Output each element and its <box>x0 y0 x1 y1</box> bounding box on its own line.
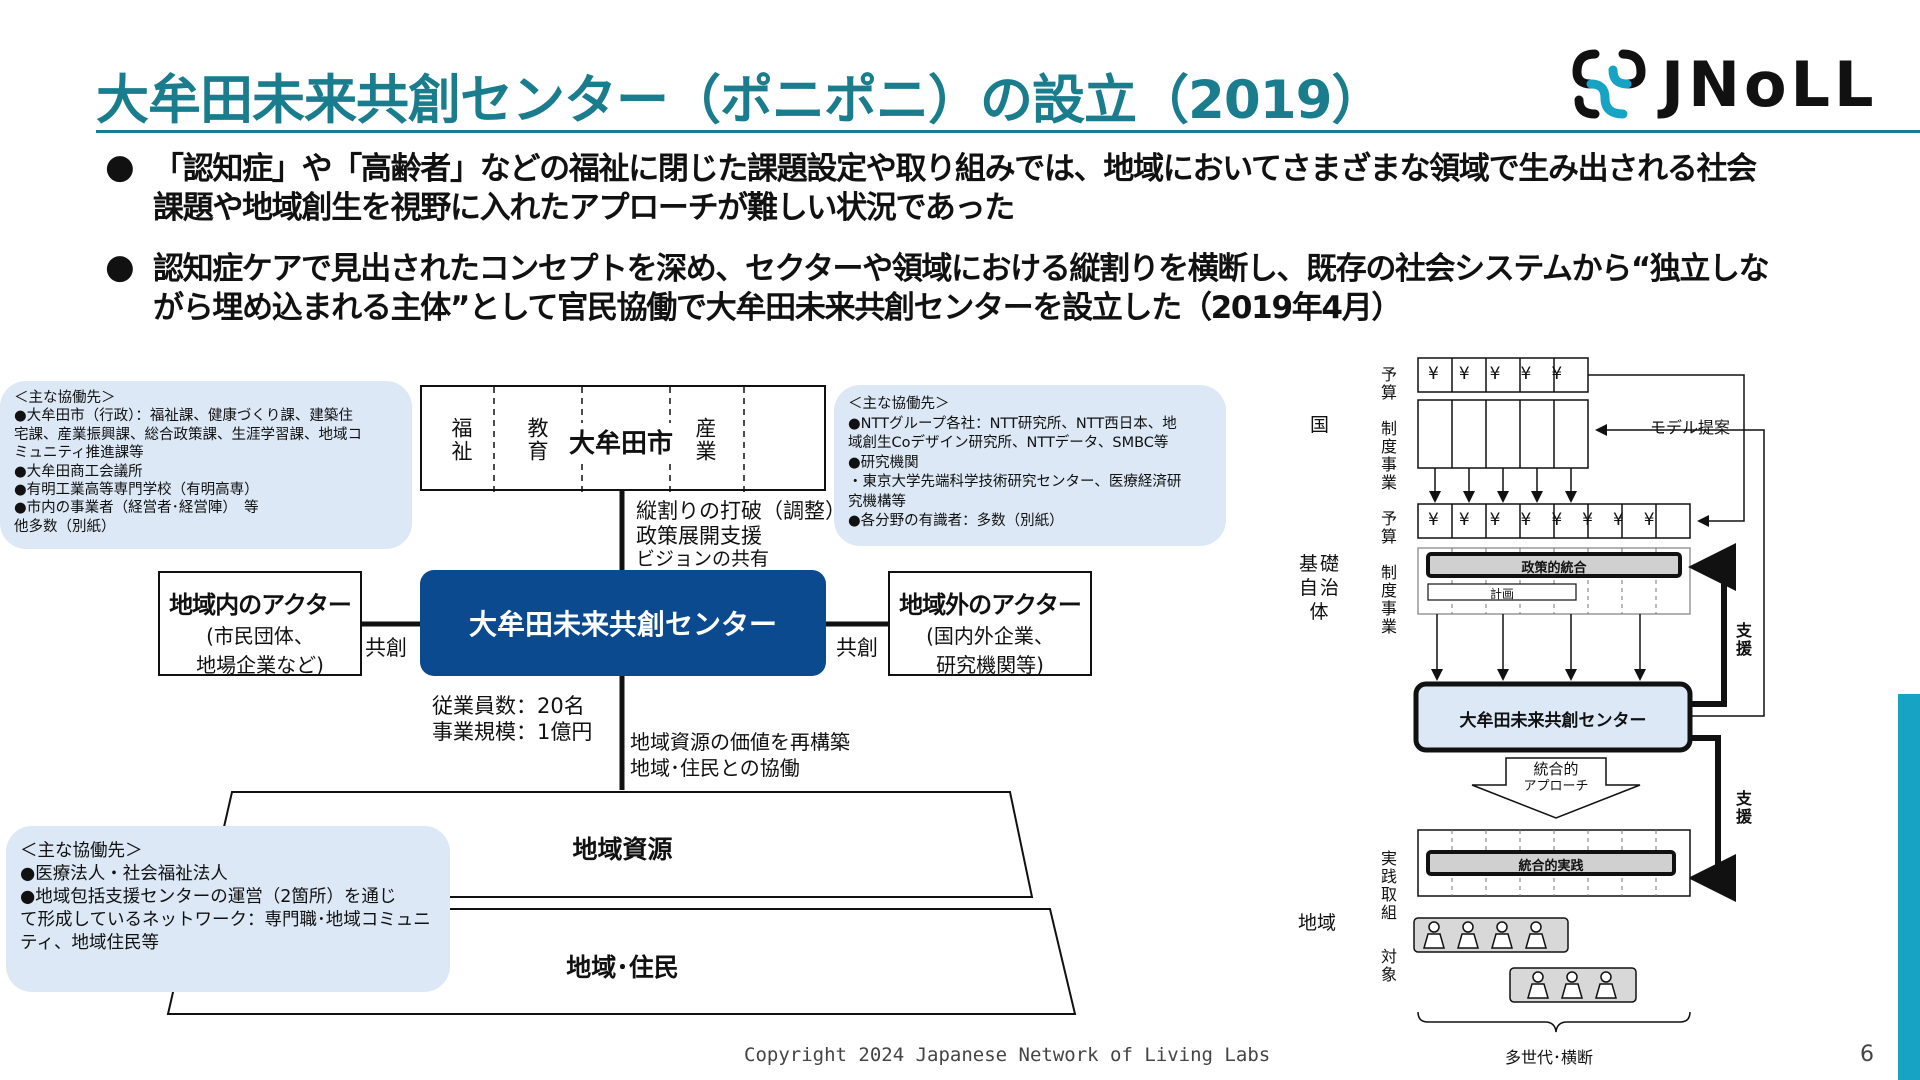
actor-inside-title: 地域内のアクター <box>169 591 352 619</box>
row-label-national: 国 <box>1310 414 1330 436</box>
note-right-line: ＜主な協働先＞ <box>848 396 950 412</box>
note-bottom-line: ティ、地域住民等 <box>20 933 159 953</box>
center-stat-employees: 従業員数：20名 <box>432 694 585 718</box>
bullet-dot-icon: ● <box>105 247 135 287</box>
bullet-1-line-1: 「認知症」や「高齢者」などの福祉に閉じた課題設定や取り組みでは、地域においてさま… <box>153 151 1757 187</box>
city-box-dividers <box>493 387 745 493</box>
note-left-line: ●大牟田市（行政）：福祉課、健康づくり課、建築住 <box>14 408 353 425</box>
note-left-line: ミュニティ推進課等 <box>14 445 144 462</box>
policy-integration-label: 政策的統合 <box>1521 561 1587 576</box>
label-municipality-budget: 予算 <box>1378 510 1397 546</box>
note-right-line: ●研究機関 <box>848 454 919 471</box>
note-left-line: ＜主な協働先＞ <box>14 390 116 406</box>
support-label-lower: 支援 <box>1733 790 1752 826</box>
note-bottom-line: て形成しているネットワーク：専門職･地域コミュニ <box>20 910 431 930</box>
row-label-region: 地域 <box>1298 912 1337 934</box>
brace-icon <box>1417 1011 1691 1033</box>
logo-mark-icon <box>1572 49 1646 119</box>
actor-outside-title: 地域外のアクター <box>899 591 1082 619</box>
footer-copyright: Copyright 2024 Japanese Network of Livin… <box>744 1044 1271 1066</box>
bullet-1-line-2: 課題や地域創生を視野に入れたアプローチが難しい状況であった <box>153 190 1015 226</box>
plan-label: 計画 <box>1489 587 1514 601</box>
label-national-budget: 予算 <box>1378 366 1397 402</box>
integrated-practice-bar <box>1426 850 1676 876</box>
title-divider <box>96 130 1920 133</box>
jnoll-logo: JNoLL <box>1565 44 1910 124</box>
right-center-box <box>1413 681 1693 753</box>
note-left-line: ●市内の事業者（経営者･経営陣） 等 <box>14 500 259 517</box>
actor-outside-box: 地域外のアクター (国内外企業、 研究機関等) <box>888 571 1092 677</box>
actor-inside-link: 共創 <box>365 636 407 660</box>
actor-inside-box: 地域内のアクター (市民団体、 地場企業など) <box>158 571 362 677</box>
national-program-row <box>1417 399 1589 469</box>
note-right-line: ・東京大学先端科学技術研究センター、医療経済研 <box>848 474 1182 490</box>
city-box: 福祉 教育 産業 大牟田市 <box>420 385 826 493</box>
bullet-2-line-2: がら埋め込まれる主体”として官民協働で大牟田未来共創センターを設立した（2019… <box>153 290 1402 326</box>
integrated-approach-label: 統合的 アプローチ <box>1523 760 1589 794</box>
note-right: ＜主な協働先＞ ●NTTグループ各社：NTT研究所、NTT西日本、地 域創生Co… <box>834 385 1226 546</box>
city-cell-welfare: 福祉 <box>449 417 473 463</box>
side-accent-bar <box>1898 694 1920 1080</box>
note-right-line: ●NTTグループ各社：NTT研究所、NTT西日本、地 <box>848 415 1177 432</box>
link-bottom-line-2: 地域･住民との協働 <box>630 756 800 780</box>
support-label-upper: 支援 <box>1733 622 1752 658</box>
note-right-line: 域創生Coデザイン研究所、NTTデータ、SMBC等 <box>848 435 1169 451</box>
city-cell-education: 教育 <box>525 417 549 463</box>
note-bottom-line: ●医療法人・社会福祉法人 <box>20 864 228 884</box>
plan-bar <box>1427 583 1577 601</box>
note-right-line: 究機構等 <box>848 493 906 510</box>
actor-outside-sub-2: 研究機関等) <box>936 653 1044 677</box>
bullet-2: ● 認知症ケアで見出されたコンセプトを深め、セクターや領域における縦割りを横断し… <box>105 247 1895 330</box>
note-bottom: ＜主な協働先＞ ●医療法人・社会福祉法人 ●地域包括支援センターの運営（2箇所）… <box>6 826 450 992</box>
note-bottom-line: ＜主な協働先＞ <box>20 841 143 861</box>
center-box: 大牟田未来共創センター <box>420 570 826 676</box>
actor-outside-sub-1: (国内外企業、 <box>926 624 1054 648</box>
bullet-1: ● 「認知症」や「高齢者」などの福祉に閉じた課題設定や取り組みでは、地域において… <box>105 147 1895 230</box>
link-top-line-2: 政策展開支援 <box>636 524 762 548</box>
actor-inside-sub-1: (市民団体、 <box>206 624 314 648</box>
municipality-budget-yen: ¥¥¥¥¥¥¥¥ <box>1428 510 1675 530</box>
bullet-dot-icon: ● <box>105 147 135 187</box>
label-target: 対象 <box>1378 948 1397 984</box>
note-bottom-line: ●地域包括支援センターの運営（2箇所）を通じ <box>20 887 397 907</box>
note-left: ＜主な協働先＞ ●大牟田市（行政）：福祉課、健康づくり課、建築住 宅課、産業振興… <box>0 381 412 549</box>
person-icons <box>1423 921 1617 999</box>
center-label: 大牟田未来共創センター <box>468 608 777 641</box>
link-top-line-1: 縦割りの打破（調整） <box>636 499 846 523</box>
national-budget-yen: ¥¥¥¥¥ <box>1428 364 1583 384</box>
city-label: 大牟田市 <box>567 423 676 460</box>
policy-integration-bar <box>1426 552 1682 578</box>
label-national-program: 制度事業 <box>1378 420 1397 492</box>
center-stat-scale: 事業規模：1億円 <box>432 720 593 744</box>
row-label-municipality: 基礎自治体 <box>1298 553 1341 623</box>
page-number: 6 <box>1860 1042 1874 1067</box>
label-practice: 実践取組 <box>1378 850 1397 922</box>
page-title: 大牟田未来共創センター（ポニポニ）の設立（2019） <box>96 70 1385 131</box>
label-municipality-program: 制度事業 <box>1378 564 1397 636</box>
actor-inside-sub-2: 地場企業など) <box>196 653 324 677</box>
note-left-line: ●大牟田商工会議所 <box>14 463 143 480</box>
integrated-practice-label: 統合的実践 <box>1518 859 1584 874</box>
note-left-line: 他多数（別紙） <box>14 518 116 535</box>
layer-resource-label: 地域資源 <box>572 835 673 864</box>
model-proposal-label: モデル提案 <box>1650 418 1731 437</box>
multigeneration-label: 多世代･横断 <box>1505 1048 1594 1067</box>
logo-text: JNoLL <box>1661 48 1878 121</box>
right-center-label: 大牟田未来共創センター <box>1459 711 1647 731</box>
integrated-approach-arrow <box>1471 757 1641 819</box>
note-right-line: ●各分野の有識者：多数（別紙） <box>848 513 1064 529</box>
national-budget-row <box>1417 357 1589 393</box>
actor-outside-link: 共創 <box>836 636 878 660</box>
link-bottom-line-1: 地域資源の価値を再構築 <box>630 730 850 754</box>
layer-residents-label: 地域･住民 <box>566 953 679 982</box>
note-left-line: 宅課、産業振興課、総合政策課、生涯学習課、地域コ <box>14 426 362 443</box>
bullet-2-line-1: 認知症ケアで見出されたコンセプトを深め、セクターや領域における縦割りを横断し、既… <box>153 251 1770 287</box>
link-top-line-3: ビジョンの共有 <box>636 548 770 570</box>
city-cell-industry: 産業 <box>693 417 717 463</box>
note-left-line: ●有明工業高等専門学校（有明高専） <box>14 482 259 499</box>
